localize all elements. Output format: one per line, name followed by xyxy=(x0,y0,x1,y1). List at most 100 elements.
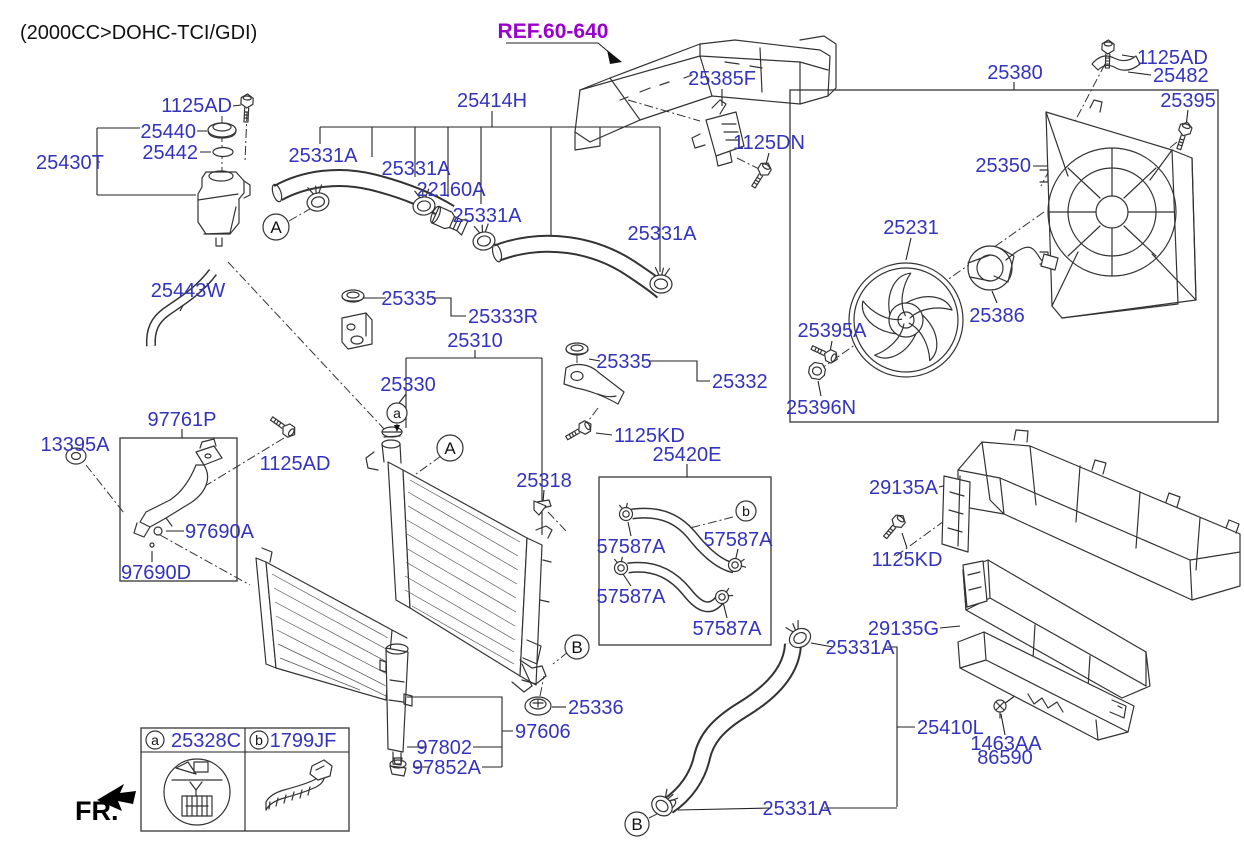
diagram-title: (2000CC>DOHC-TCI/GDI) xyxy=(20,22,257,44)
label-1125ad-1: 1125AD xyxy=(161,95,232,117)
hose-set-25420e-drawing xyxy=(611,502,747,613)
label-97852a: 97852A xyxy=(412,757,482,779)
axis-clip-25318 xyxy=(547,511,568,533)
axis-plug-drain xyxy=(539,675,545,697)
legend-marker-a: a xyxy=(151,732,159,748)
part-labels: (2000CC>DOHC-TCI/GDI) REF.60-640 1125AD … xyxy=(20,20,1216,820)
marker-A-2-label: A xyxy=(444,439,456,458)
axis-markerA2-radiator xyxy=(415,455,442,475)
label-29135a: 29135A xyxy=(869,477,939,499)
label-13395a: 13395A xyxy=(41,434,111,456)
label-1125ad-3: 1125AD xyxy=(260,453,331,475)
label-97690d: 97690D xyxy=(121,562,191,584)
receiver-drier-97802-drawing xyxy=(379,643,413,777)
label-25333r: 25333R xyxy=(468,306,538,328)
fr-arrow-icon xyxy=(97,784,136,811)
axis-bolt-bracket xyxy=(191,437,285,495)
label-86590: 86590 xyxy=(977,747,1033,769)
marker-B-1: B xyxy=(564,634,590,660)
hose-25420e-box xyxy=(598,476,772,646)
label-1125kd-1: 1125KD xyxy=(614,425,685,447)
label-25231: 25231 xyxy=(883,217,939,239)
fan-25231-drawing xyxy=(848,262,964,378)
label-25395a: 25395A xyxy=(798,320,868,342)
marker-a-1-label: a xyxy=(393,405,401,421)
label-1463aa: 1463AA xyxy=(970,733,1042,755)
axis-grommet xyxy=(85,464,125,514)
label-25414h: 25414H xyxy=(457,90,527,112)
label-97802: 97802 xyxy=(416,737,472,759)
label-25331a-4: 25331A xyxy=(628,223,698,245)
label-25386: 25386 xyxy=(969,305,1025,327)
lower-hose-drawing xyxy=(647,618,815,821)
legend-marker-b: b xyxy=(255,732,263,748)
label-25440: 25440 xyxy=(140,121,196,143)
ref-arrow xyxy=(506,42,622,64)
bracket-25482-drawing xyxy=(1091,55,1141,71)
marker-B-1-label: B xyxy=(571,638,582,657)
axis-bolt-reservoir xyxy=(244,111,248,163)
fan-shroud-drawing xyxy=(1039,39,1197,319)
label-57587a-2: 57587A xyxy=(704,529,774,551)
label-25332: 25332 xyxy=(712,371,768,393)
label-25442: 25442 xyxy=(142,142,198,164)
radiator-25310-drawing xyxy=(365,426,553,716)
fr-direction: FR. xyxy=(75,784,136,826)
label-25430t: 25430T xyxy=(36,152,104,174)
label-25331a-2: 25331A xyxy=(382,158,452,180)
label-25331a-6: 25331A xyxy=(763,798,833,820)
leader-lines xyxy=(96,54,1189,811)
air-guard-upper-29135a-drawing xyxy=(879,429,1241,601)
marker-A-1-label: A xyxy=(270,218,282,237)
screw-1463aa-drawing xyxy=(993,699,1007,719)
fan-motor-25386-drawing xyxy=(807,245,1059,381)
label-57587a-4: 57587A xyxy=(693,618,763,640)
axis-reservoir-to-radiator xyxy=(227,261,386,431)
valve-25385f-drawing xyxy=(691,99,774,191)
deflector-25410l-drawing xyxy=(957,631,1135,741)
axis-bracket-bolt xyxy=(585,407,599,425)
label-25335-2: 25335 xyxy=(596,351,652,373)
axis-markerB-drain xyxy=(552,651,569,665)
axis-markerb-hose xyxy=(689,516,734,529)
circled-markers: A a A B b B xyxy=(262,213,757,837)
label-25310: 25310 xyxy=(447,330,503,352)
pin-97690d-drawing xyxy=(149,542,155,548)
axis-bracket-condenser xyxy=(159,534,251,586)
label-25410l: 25410L xyxy=(917,717,984,739)
fan-assembly-box xyxy=(789,89,1219,423)
label-25331a-1: 25331A xyxy=(289,145,359,167)
label-57587a-3: 57587A xyxy=(597,586,667,608)
label-25350: 25350 xyxy=(975,155,1031,177)
label-25330: 25330 xyxy=(380,374,436,396)
label-29135g: 29135G xyxy=(868,618,939,640)
label-25331a-5: 25331A xyxy=(826,637,896,659)
upper-hoses-drawing xyxy=(271,169,674,299)
label-57587a-1: 57587A xyxy=(597,536,667,558)
label-25336: 25336 xyxy=(568,697,624,719)
marker-b-1-label: b xyxy=(742,503,750,519)
label-97690a: 97690A xyxy=(185,521,255,543)
group-boxes xyxy=(119,89,1219,646)
marker-b-1: b xyxy=(735,500,757,522)
label-97606: 97606 xyxy=(515,721,571,743)
legend-caution-label-icon xyxy=(163,758,231,826)
label-25420e: 25420E xyxy=(653,444,722,466)
marker-B-2: B xyxy=(624,811,650,837)
legend-code-b: 1799JF xyxy=(270,730,337,752)
marker-a-1: a xyxy=(386,402,408,432)
axis-markerB2-clamp xyxy=(648,811,662,819)
marker-A-1: A xyxy=(262,213,290,241)
bracket-97761p-drawing xyxy=(65,413,299,548)
label-25395: 25395 xyxy=(1160,90,1216,112)
label-25396n: 25396N xyxy=(786,397,856,419)
fr-label: FR. xyxy=(75,796,119,826)
label-1125kd-2: 1125KD xyxy=(872,549,943,571)
bracket-97761p-box xyxy=(119,437,238,582)
frame-rail-drawing xyxy=(574,35,837,151)
condenser-drawing xyxy=(255,547,408,707)
drain-plug-25336-drawing xyxy=(524,696,552,716)
label-1125dn: 1125DN xyxy=(733,132,805,154)
